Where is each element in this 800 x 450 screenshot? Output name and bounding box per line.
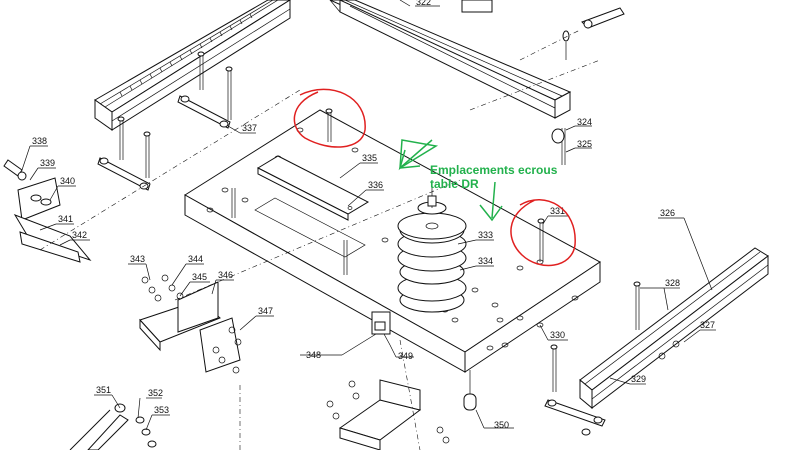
label-325: 325 <box>577 139 592 149</box>
label-345: 345 <box>192 272 207 282</box>
rail-right <box>579 247 769 410</box>
label-334: 334 <box>478 256 493 266</box>
bracket-right-lower <box>544 399 606 436</box>
label-350: 350 <box>494 420 509 430</box>
annotation-line-1: Emplacements ecrous <box>430 163 558 177</box>
label-338: 338 <box>32 136 47 146</box>
label-348: 348 <box>306 350 321 360</box>
label-341: 341 <box>58 214 73 224</box>
label-353: 353 <box>154 405 169 415</box>
rail-top-right <box>329 0 572 119</box>
label-342: 342 <box>72 230 87 240</box>
label-327: 327 <box>700 320 715 330</box>
label-347: 347 <box>258 306 273 316</box>
annotation-line-2: table DR <box>430 177 479 191</box>
label-344: 344 <box>188 254 203 264</box>
cover-plate-335 <box>256 155 370 221</box>
part-labels: 322 324 325 326 327 328 329 330 331 333 … <box>32 0 715 430</box>
green-annotation: Emplacements ecrous table DR <box>398 139 558 222</box>
label-324: 324 <box>577 117 592 127</box>
label-343: 343 <box>130 254 145 264</box>
red-circle-left <box>293 88 366 148</box>
label-351: 351 <box>96 385 111 395</box>
red-markup-circles <box>293 88 576 267</box>
bracket-assembly-343 <box>139 274 242 374</box>
red-circle-right <box>510 199 576 267</box>
label-328: 328 <box>665 278 680 288</box>
label-352: 352 <box>148 388 163 398</box>
green-arrowhead-left <box>399 139 439 170</box>
label-330: 330 <box>550 330 565 340</box>
label-336: 336 <box>368 180 383 190</box>
label-339: 339 <box>40 158 55 168</box>
leader-lines <box>21 0 716 431</box>
main-table-plate <box>184 109 601 373</box>
spring-assembly <box>397 180 467 313</box>
bracket-bottom-center <box>326 379 450 450</box>
rail-top-left <box>94 0 291 131</box>
clamp-349 <box>371 311 391 346</box>
left-bracket-assembly <box>3 159 92 263</box>
label-337: 337 <box>242 123 257 133</box>
studs <box>117 51 641 411</box>
green-arrow-right <box>479 181 503 222</box>
label-322: 322 <box>416 0 431 7</box>
bracket-lower-left <box>97 157 151 191</box>
bracket-337 <box>177 95 231 129</box>
lever-handle-top <box>562 7 625 60</box>
label-326: 326 <box>660 208 675 218</box>
label-349: 349 <box>398 351 413 361</box>
label-335: 335 <box>362 153 377 163</box>
label-346: 346 <box>218 270 233 280</box>
label-333: 333 <box>478 230 493 240</box>
label-340: 340 <box>60 176 75 186</box>
label-331: 331 <box>550 206 565 216</box>
label-329: 329 <box>631 374 646 384</box>
bracket-assembly-351 <box>69 403 157 450</box>
